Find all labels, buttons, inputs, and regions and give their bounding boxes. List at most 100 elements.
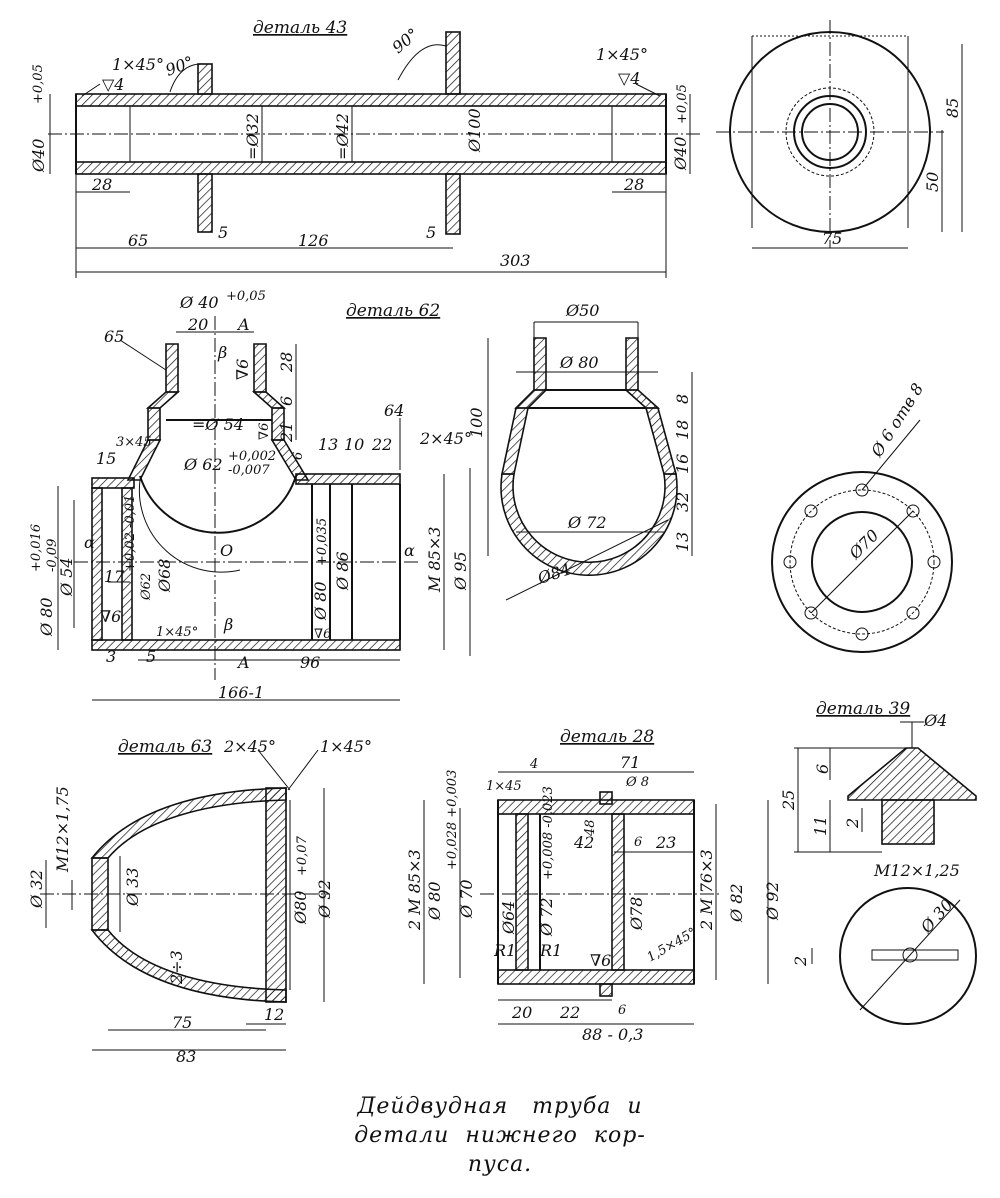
d62-label: Ø 62 (183, 455, 223, 474)
tol-left: +0,05 (31, 64, 46, 104)
chamfer-left: 1×45° (112, 55, 164, 74)
dim-2b: 2 (791, 956, 810, 967)
chamfer-15: 1,5×45° (645, 925, 700, 965)
m85-label: M 85×3 (425, 527, 444, 593)
dim-42: 42 (573, 833, 594, 852)
d78-label: Ø78 (627, 897, 646, 931)
rough-left: ▽4 (102, 75, 124, 94)
label-o: O (220, 541, 233, 560)
chamfer-1x45: 1×45° (320, 737, 372, 756)
dim-6: 6 (277, 396, 296, 406)
wall-label: 2÷3 (167, 950, 186, 985)
len-303: 303 (500, 251, 531, 270)
dia-42: =Ø42 (333, 113, 352, 160)
dim-48: 48 (583, 819, 598, 837)
side-d84: Ø84 (534, 559, 573, 588)
d64-label: Ø64 (499, 901, 518, 935)
dim-20: 20 (511, 1003, 532, 1022)
caption-line-2: детали нижнего кор- (354, 1123, 646, 1148)
side-dim-100: 100 (467, 407, 486, 438)
d54b-label: Ø 54 (57, 557, 76, 597)
len-5a: 5 (218, 223, 228, 242)
d54-label: =Ø 54 (192, 415, 244, 434)
r1-left: R1 (493, 941, 516, 960)
dia-100: Ø100 (465, 108, 484, 153)
d80b-label: Ø 80 (311, 581, 330, 621)
d62b-label: Ø62 (139, 573, 154, 601)
d80-tol-dn: -0,09 (45, 539, 60, 572)
label-beta-bottom: β (223, 615, 233, 634)
pipe-wall-top (75, 93, 667, 107)
dia-right: Ø40 (671, 137, 690, 171)
chamfer-2x45: 2×45° (223, 737, 276, 756)
dim-28: 28 (277, 352, 296, 373)
side-d72: Ø 72 (567, 513, 607, 532)
len-28-right: 28 (623, 175, 644, 194)
tol-right: +0,05 (675, 84, 690, 124)
d92-label: Ø 92 (315, 879, 334, 919)
side-dim-18: 18 (673, 420, 692, 440)
len-5b: 5 (426, 223, 436, 242)
flange-dim-50: 50 (923, 172, 942, 192)
dim-83: 83 (176, 1047, 196, 1066)
part-39-title: деталь 39 (816, 699, 910, 719)
dim-6: 6 (634, 835, 642, 850)
d80-label: Ø80 (291, 891, 310, 925)
chamfer-2x45: 2×45° (419, 429, 472, 448)
part-62-section-drawing: деталь 62 (29, 289, 472, 702)
dim-15: 15 (96, 449, 116, 468)
d72-label: Ø 72 (537, 897, 556, 937)
d62b-tol: +0,02 -0,01 (123, 495, 138, 572)
part-62-title: деталь 62 (346, 301, 440, 321)
thread-m12: M12×1,25 (873, 861, 960, 880)
d40-label: Ø 40 (179, 293, 219, 312)
dim-96: 96 (300, 653, 320, 672)
part-43-pipe-drawing: деталь 43 1×45° ▽4 90° 90° (29, 18, 700, 278)
side-dim-16: 16 (673, 454, 692, 474)
d92-label: Ø 92 (763, 881, 782, 921)
side-dim-13: 13 (673, 532, 692, 552)
flange-bottom (445, 173, 461, 235)
d80-label: Ø 80 (37, 597, 56, 637)
rough-6b: ∇6 (257, 423, 272, 440)
d80b-tol: +0,035 (315, 518, 330, 566)
dim-23: 23 (655, 833, 676, 852)
holes-label: Ø 6 отв 8 (867, 380, 928, 461)
dim-25: 25 (779, 790, 798, 811)
dim-3: 3 (106, 647, 116, 666)
dia-32: =Ø32 (243, 113, 262, 160)
thread-76: 2 M 76×3 (697, 849, 716, 931)
rough-6d: ∇6 (314, 627, 331, 642)
d80-tol-up: +0,016 (29, 524, 44, 572)
section-a-bottom: A (236, 653, 250, 672)
d40-tol: +0,05 (226, 289, 266, 304)
dim-13: 13 (318, 435, 338, 454)
part-62-side-view: Ø50 Ø 80 100 8 18 16 32 13 Ø 72 Ø84 (467, 301, 693, 601)
part-28-coupling-drawing: деталь 28 71 4 1×45 Ø 8 48 42 6 23 2 M 8… (405, 727, 782, 1044)
d62-tol-up: +0,002 (228, 449, 276, 464)
side-d80: Ø 80 (559, 353, 599, 372)
dim-5: 5 (146, 647, 156, 666)
thread-small: Ø 8 (625, 775, 649, 790)
side-dim-32: 32 (673, 492, 692, 512)
thread-m12: M12×1,75 (53, 786, 72, 873)
r1-right: R1 (539, 941, 562, 960)
dim-4: 4 (529, 757, 538, 772)
dim-88: 88 - 0,3 (582, 1025, 643, 1044)
d4-label: Ø4 (923, 711, 947, 730)
side-dim-8: 8 (673, 394, 692, 404)
dim-21: 21 (277, 422, 296, 443)
part-43-title: деталь 43 (253, 18, 347, 38)
d62-tol-dn: -0,007 (228, 463, 270, 478)
alpha-left: α (84, 533, 95, 552)
part-43-flange-view: 85 50 75 (716, 20, 963, 249)
figure-caption: Дейдвудная труба и детали нижнего кор- п… (0, 1092, 1000, 1179)
dim-12: 12 (264, 1005, 284, 1024)
flange-dim-75: 75 (822, 229, 842, 248)
dim-10: 10 (344, 435, 364, 454)
rough-6: ∇6 (590, 951, 611, 970)
chamfer-1x45: 1×45° (156, 625, 198, 640)
flange-dim-85: 85 (943, 98, 962, 118)
rough-6a: ∇6 (233, 359, 252, 380)
section-a-top: A (236, 315, 250, 334)
